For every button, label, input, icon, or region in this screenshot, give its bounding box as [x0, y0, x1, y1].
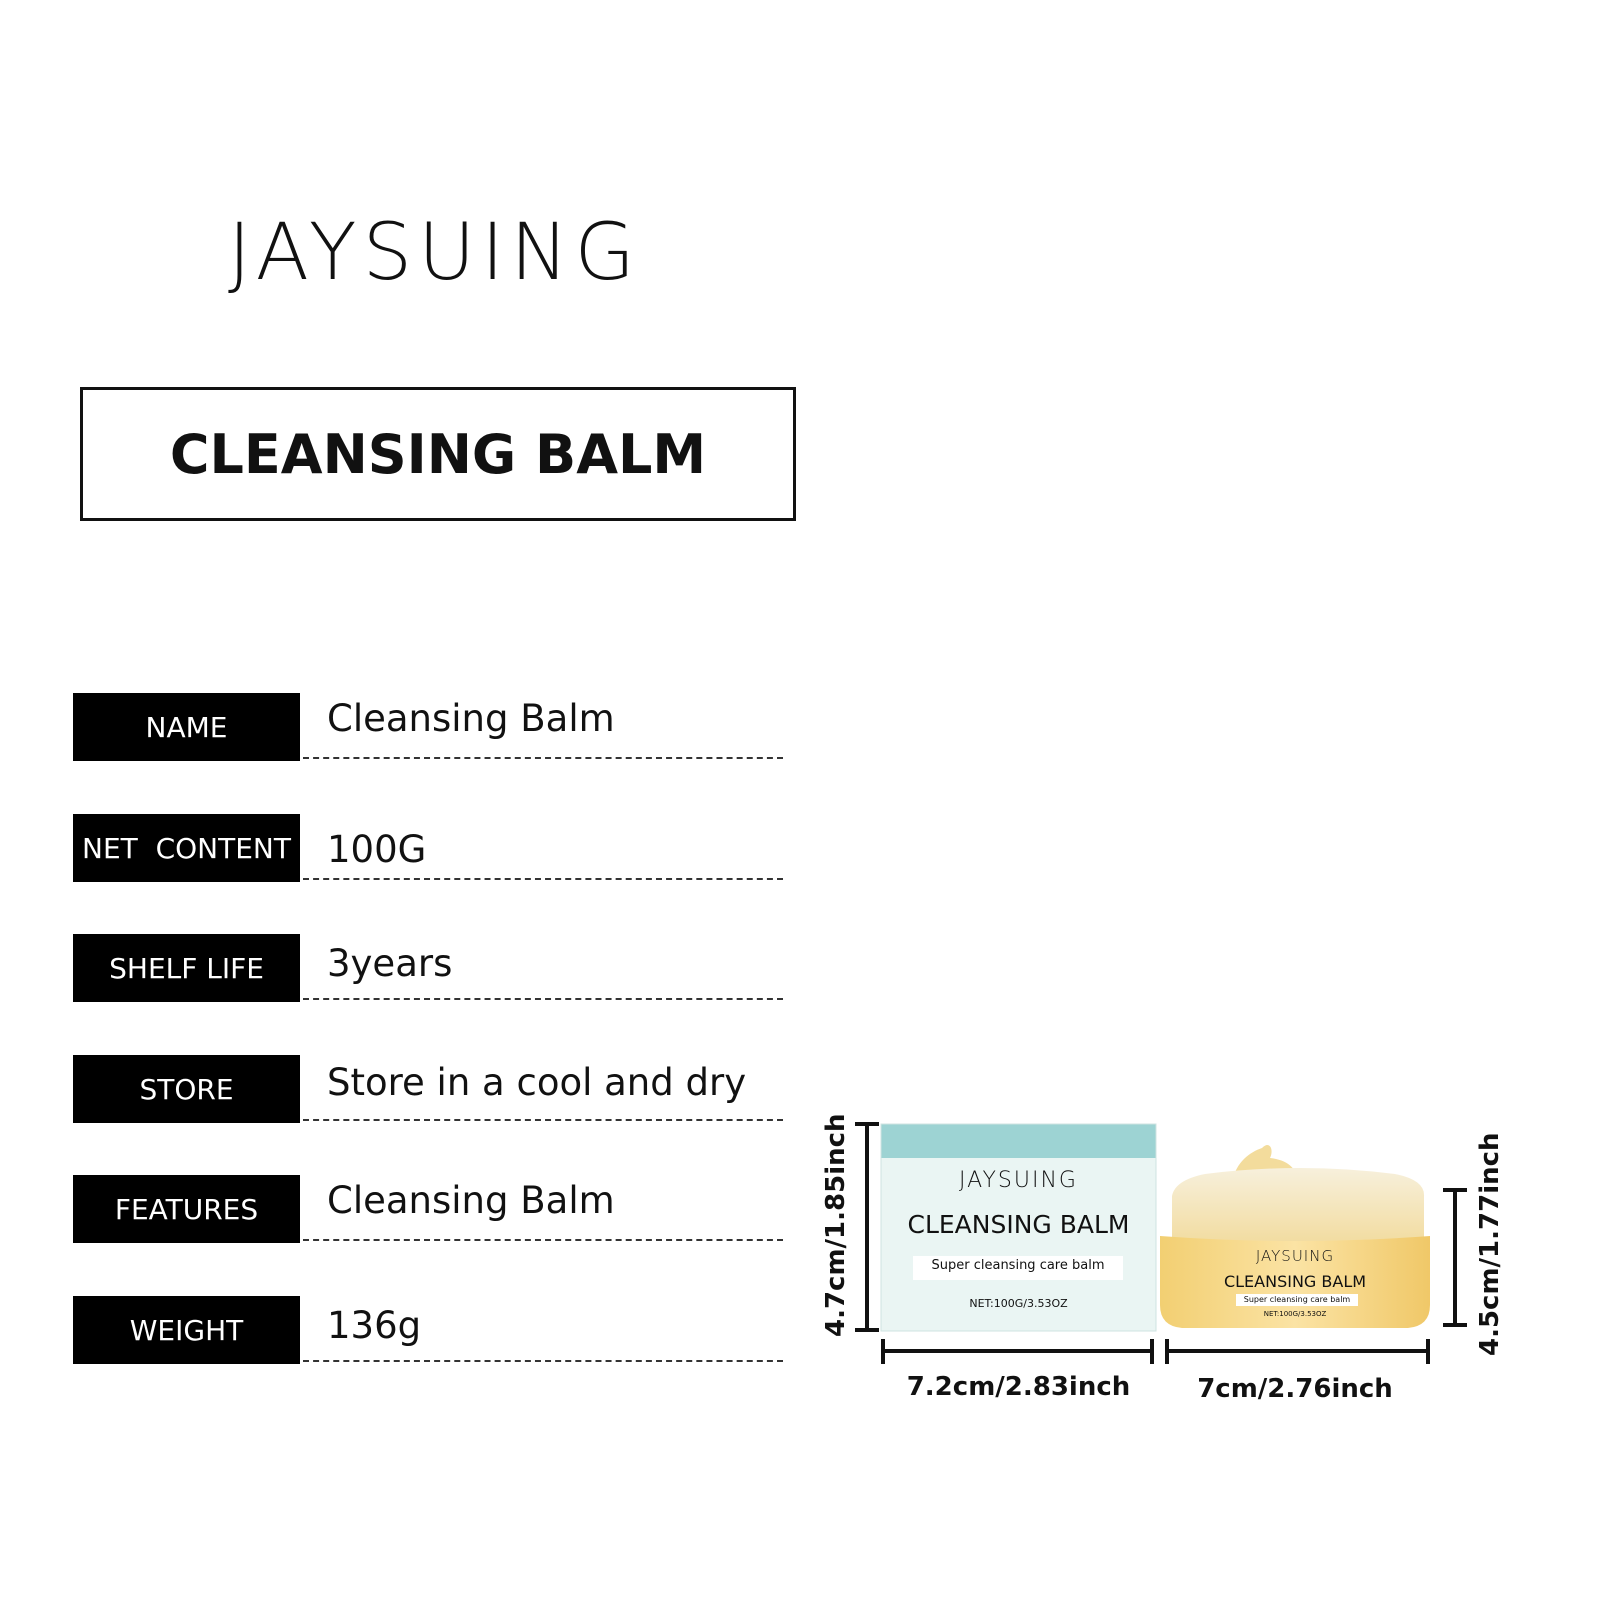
spec-row-net-content: NET CONTENT 100G [73, 814, 783, 882]
dashed-divider [303, 1239, 783, 1241]
dashed-divider [303, 1360, 783, 1362]
box-net-weight: NET:100G/3.53OZ [969, 1297, 1068, 1310]
spec-value: 100G [327, 828, 427, 871]
box-height-label: 4.7cm/1.85inch [821, 1113, 851, 1337]
box-height-marker [855, 1122, 879, 1332]
jar-net-weight: NET:100G/3.53OZ [1263, 1310, 1327, 1318]
product-box [880, 1123, 1157, 1332]
jar-height-marker [1443, 1188, 1467, 1327]
spec-row-store: STORE Store in a cool and dry [73, 1055, 783, 1123]
dashed-divider [303, 757, 783, 759]
spec-label: NET CONTENT [73, 814, 300, 882]
spec-label: FEATURES [73, 1175, 300, 1243]
spec-value: 3years [327, 942, 453, 985]
spec-row-weight: WEIGHT 136g [73, 1296, 783, 1364]
spec-row-features: FEATURES Cleansing Balm [73, 1175, 783, 1243]
spec-value: Store in a cool and dry [327, 1061, 747, 1104]
jar-tagline: Super cleansing care balm [1243, 1295, 1351, 1304]
product-jar [1160, 1145, 1430, 1328]
spec-row-name: NAME Cleansing Balm [73, 693, 783, 761]
spec-value: Cleansing Balm [327, 697, 615, 740]
spec-label: NAME [73, 693, 300, 761]
box-width-marker [881, 1339, 1154, 1364]
brand-logo: JAYSUING [228, 208, 641, 298]
jar-brand: JAYSUING [1255, 1247, 1335, 1265]
spec-label: WEIGHT [73, 1296, 300, 1364]
jar-product-name: CLEANSING BALM [1223, 1272, 1367, 1291]
box-product-name: CLEANSING BALM [907, 1210, 1130, 1239]
dashed-divider [303, 878, 783, 880]
box-brand: JAYSUING [959, 1168, 1078, 1193]
jar-width-marker [1165, 1339, 1430, 1364]
product-title-box: CLEANSING BALM [80, 387, 796, 521]
dashed-divider [303, 1119, 783, 1121]
spec-label: SHELF LIFE [73, 934, 300, 1002]
spec-value: 136g [327, 1304, 422, 1347]
jar-height-label: 4.5cm/1.77inch [1475, 1132, 1505, 1356]
product-title: CLEANSING BALM [169, 422, 707, 486]
spec-label: STORE [73, 1055, 300, 1123]
box-tagline: Super cleansing care balm [931, 1258, 1105, 1273]
spec-value: Cleansing Balm [327, 1179, 615, 1222]
jar-width-label: 7cm/2.76inch [1197, 1374, 1393, 1404]
box-width-label: 7.2cm/2.83inch [906, 1372, 1131, 1402]
spec-row-shelf-life: SHELF LIFE 3years [73, 934, 783, 1002]
dashed-divider [303, 998, 783, 1000]
